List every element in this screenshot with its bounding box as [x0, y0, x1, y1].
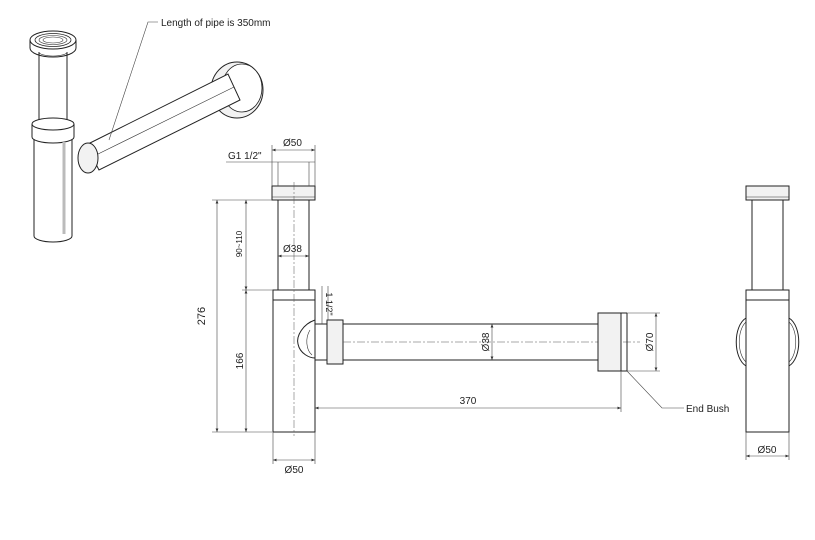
dim-outlet-thread: 1 1/2": [324, 292, 334, 315]
dim-bottom-diameter: Ø50: [285, 465, 304, 476]
iso-body: [33, 139, 73, 243]
iso-connector-nut: [77, 142, 99, 174]
front-outlet-nut: [314, 319, 344, 365]
front-end-bush: [597, 312, 628, 372]
dim-side-bottom-diameter: Ø50: [758, 445, 777, 456]
dim-pipe-diameter-vertical: Ø38: [283, 244, 302, 255]
dim-lower-height: 166: [235, 352, 246, 369]
dim-projection: 370: [460, 396, 477, 407]
side-top-cap: [745, 185, 790, 201]
iso-horizontal-pipe: [85, 73, 241, 171]
front-dimensions: [212, 145, 684, 464]
side-end-bush: [735, 317, 800, 367]
front-vertical-tube: [277, 200, 310, 290]
end-bush-callout: End Bush: [686, 404, 729, 415]
isometric-view: [29, 21, 264, 243]
side-view: [735, 185, 800, 460]
pipe-length-callout: Length of pipe is 350mm: [161, 18, 271, 29]
dim-pipe-diameter-horizontal: Ø38: [481, 332, 492, 351]
dim-inlet-thread: G1 1/2": [228, 151, 262, 162]
front-horizontal-pipe: [343, 323, 640, 361]
dim-end-bush-diameter: Ø70: [645, 332, 656, 351]
iso-body-collar: [31, 117, 75, 144]
dim-total-height: 276: [196, 307, 208, 325]
side-body: [745, 299, 790, 433]
iso-inlet: [29, 30, 77, 58]
pipe-length-leader: [108, 21, 158, 141]
dim-adjust-range: 90~110: [235, 230, 244, 257]
front-view: [212, 145, 684, 464]
iso-vertical-tube: [38, 51, 68, 122]
front-top-cap: [271, 185, 316, 201]
dim-top-diameter: Ø50: [283, 138, 302, 149]
